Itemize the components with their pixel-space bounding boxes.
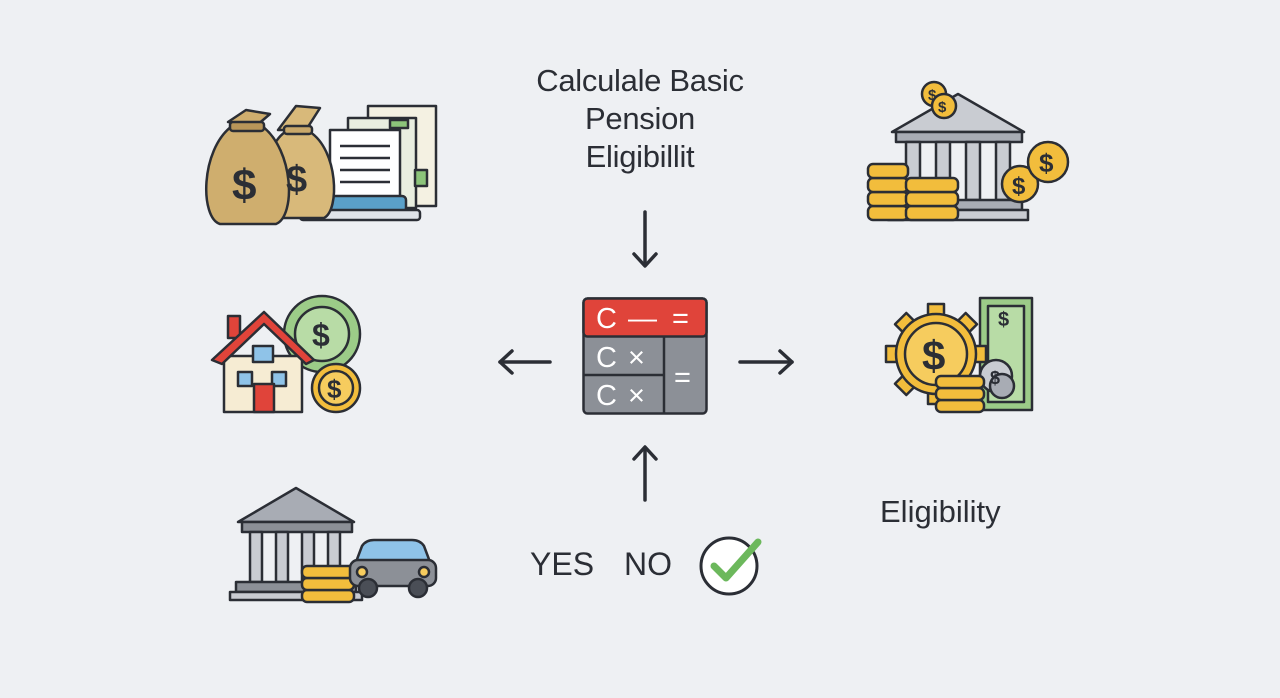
svg-text:$: $: [938, 99, 947, 116]
page-title: Calculale Basic Pension Eligibillit: [470, 62, 810, 176]
arrow-down-icon: [632, 210, 658, 268]
bank-with-car-icon: [228, 484, 448, 606]
svg-text:$: $: [312, 317, 330, 353]
calc-key-times-2: ×: [628, 380, 645, 412]
yes-label: YES: [530, 546, 595, 582]
calc-key-minus: —: [628, 303, 657, 335]
svg-text:$: $: [1012, 173, 1026, 200]
svg-text:$: $: [922, 332, 945, 379]
svg-text:$: $: [1039, 148, 1054, 178]
money-bags-with-documents-icon: $ $: [200, 100, 445, 230]
svg-text:$: $: [286, 159, 307, 201]
svg-text:$: $: [232, 161, 256, 210]
svg-text:$: $: [990, 368, 1000, 388]
svg-text:$: $: [928, 87, 937, 104]
coin-gear-with-cash-icon: $ $ $: [884, 292, 1044, 422]
svg-text:$: $: [998, 309, 1009, 331]
calc-key-c-2: C: [596, 342, 617, 374]
check-circle-icon: [698, 534, 766, 596]
arrow-left-icon: [498, 349, 552, 375]
arrow-right-icon: [738, 349, 794, 375]
calc-key-equals-side: =: [674, 362, 691, 394]
calc-key-c-1: C: [596, 303, 617, 335]
calc-key-times-1: ×: [628, 342, 645, 374]
title-line-3: Eligibillit: [585, 139, 695, 174]
title-line-2: Pension: [585, 101, 695, 136]
bank-with-coins-icon: $ $ $ $: [860, 80, 1075, 230]
house-with-coins-icon: $ $: [210, 292, 370, 422]
no-label: NO: [624, 546, 672, 582]
title-line-1: Calculale Basic: [536, 63, 744, 98]
calculator-icon: C — = C × C × =: [582, 297, 708, 415]
calc-key-c-3: C: [596, 380, 617, 412]
svg-text:$: $: [327, 374, 342, 404]
eligibility-label: Eligibility: [880, 494, 1001, 529]
calc-key-equals-top: =: [672, 303, 689, 335]
arrow-up-icon: [632, 445, 658, 502]
